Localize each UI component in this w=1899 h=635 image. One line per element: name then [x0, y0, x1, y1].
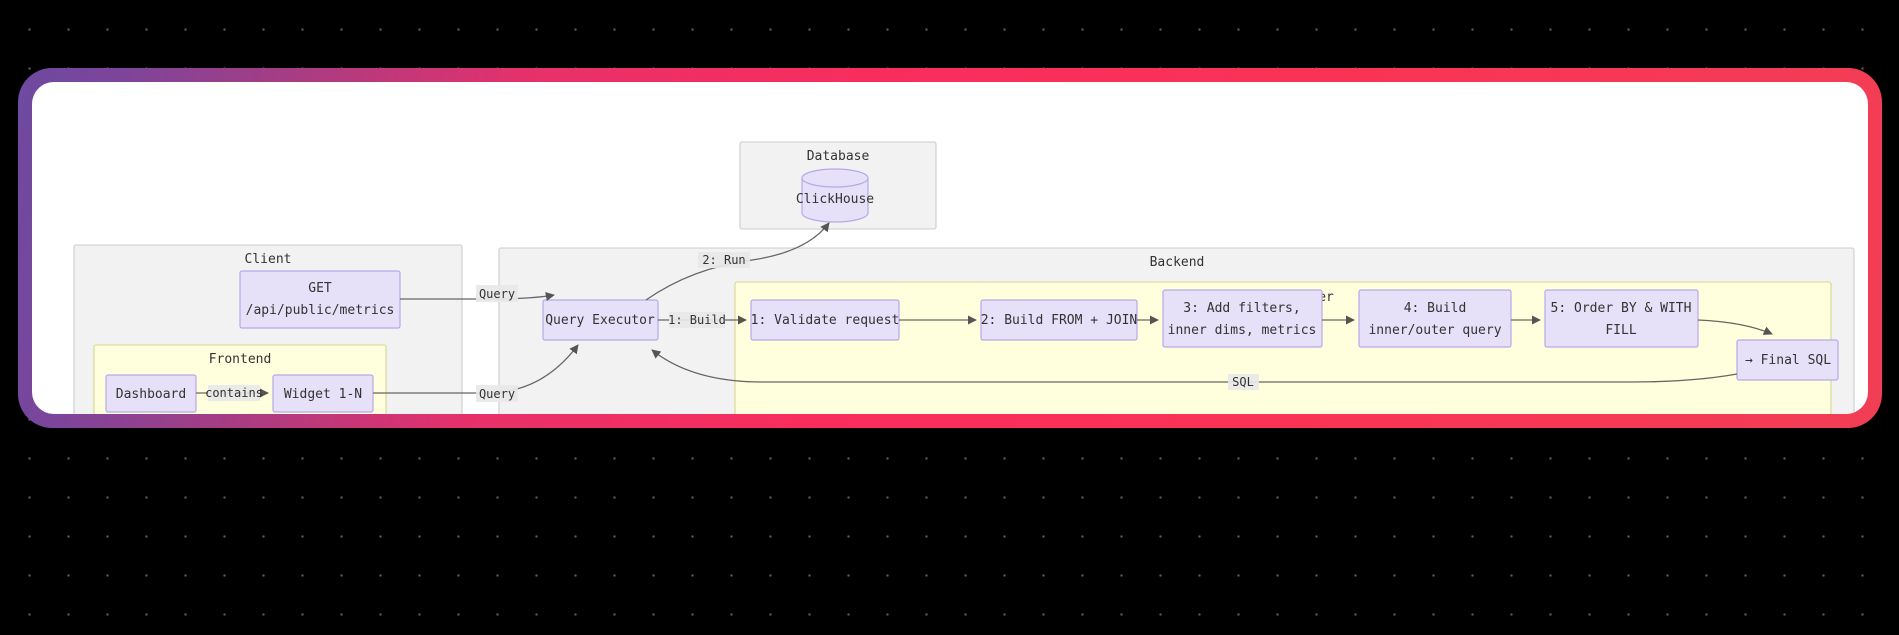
subgraph-label-backend: Backend — [1150, 255, 1205, 270]
node-api-endpoint[interactable]: GET /api/public/metrics — [239, 270, 401, 329]
node-step-1[interactable]: 1: Validate request — [750, 299, 900, 341]
flow-diagram: Database ClickHouse Client GET /api/publ… — [73, 141, 1855, 414]
node-label-step-3-line-2: inner dims, metrics — [1168, 323, 1317, 338]
node-clickhouse[interactable]: ClickHouse — [796, 168, 874, 223]
node-label-api-method: GET — [308, 281, 332, 296]
node-step-4[interactable]: 4: Build inner/outer query — [1358, 289, 1512, 348]
edge-api-to-executor: Query — [400, 285, 555, 302]
edge-dashboard-to-widget: contains — [196, 385, 269, 401]
subgraph-database: Database ClickHouse — [739, 141, 937, 230]
subgraph-query-builder: Query Builder 1: Validate request 2: Bui… — [651, 281, 1839, 414]
node-label-step-4-line-2: inner/outer query — [1368, 323, 1501, 338]
node-label-api-path: /api/public/metrics — [246, 303, 395, 318]
node-query-executor[interactable]: Query Executor — [542, 299, 659, 341]
node-label-step-2: 2: Build FROM + JOIN — [981, 313, 1138, 328]
edge-label-query-widget: Query — [479, 387, 515, 401]
edge-label-query-api: Query — [479, 287, 515, 301]
node-label-clickhouse: ClickHouse — [796, 192, 874, 207]
edge-final-sql-to-executor: SQL — [651, 349, 1738, 390]
subgraph-client: Client GET /api/public/metrics Frontend … — [73, 244, 463, 414]
edge-label-sql: SQL — [1232, 375, 1254, 389]
subgraph-label-database: Database — [807, 149, 870, 164]
diagram-canvas: Database ClickHouse Client GET /api/publ… — [32, 82, 1868, 414]
node-label-step-5-line-2: FILL — [1605, 323, 1636, 338]
node-label-final-sql: → Final SQL — [1745, 353, 1831, 368]
edge-executor-to-clickhouse: 2: Run — [645, 222, 830, 301]
node-step-5[interactable]: 5: Order BY & WITH FILL — [1544, 289, 1699, 348]
node-step-2[interactable]: 2: Build FROM + JOIN — [980, 299, 1138, 341]
node-label-step-4-line-1: 4: Build — [1404, 301, 1467, 316]
gradient-frame: Database ClickHouse Client GET /api/publ… — [18, 68, 1882, 428]
edge-executor-to-step1: 1: Build — [658, 312, 747, 328]
node-dashboard[interactable]: Dashboard — [105, 374, 197, 413]
node-label-step-1: 1: Validate request — [751, 313, 900, 328]
node-widget[interactable]: Widget 1-N — [272, 374, 374, 413]
subgraph-label-frontend: Frontend — [209, 352, 272, 367]
edge-label-contains: contains — [205, 386, 263, 400]
edge-step5-to-final-sql — [1697, 319, 1773, 335]
node-label-query-executor: Query Executor — [545, 313, 655, 328]
edge-label-build: 1: Build — [668, 313, 726, 327]
node-label-step-3-line-1: 3: Add filters, — [1183, 301, 1300, 316]
node-label-dashboard: Dashboard — [116, 387, 186, 402]
edge-widget-to-executor: Query — [373, 344, 579, 402]
node-label-widget: Widget 1-N — [284, 387, 362, 402]
node-step-3[interactable]: 3: Add filters, inner dims, metrics — [1162, 289, 1323, 348]
subgraph-label-client: Client — [245, 252, 292, 267]
node-final-sql[interactable]: → Final SQL — [1736, 339, 1839, 381]
subgraph-frontend: Frontend Dashboard Widget 1-N contains — [93, 344, 387, 414]
node-label-step-5-line-1: 5: Order BY & WITH — [1551, 301, 1692, 316]
edge-label-run: 2: Run — [702, 253, 745, 267]
subgraph-backend: Backend Query Executor Query Builder 1: … — [498, 222, 1855, 414]
